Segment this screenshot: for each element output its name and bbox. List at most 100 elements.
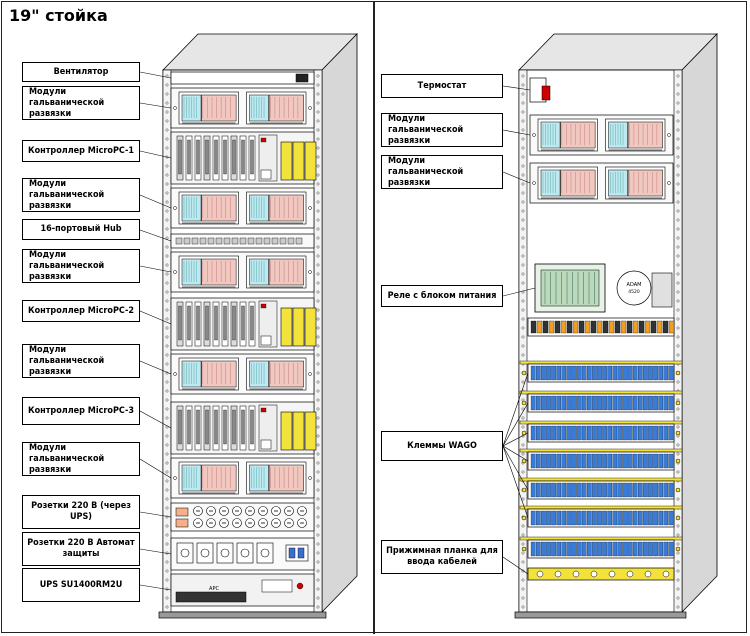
hub-port	[279, 237, 287, 245]
wago-terminal	[571, 541, 577, 557]
relay-module	[668, 320, 675, 334]
left-rail-hole	[316, 119, 320, 123]
left-rail-hole	[165, 236, 169, 240]
label-relay-power: Реле с блоком питания	[381, 285, 503, 307]
right-m2-panel-screw	[667, 181, 671, 185]
left-rail-hole	[316, 200, 320, 204]
left-rail-hole	[165, 101, 169, 105]
hub-port	[271, 237, 279, 245]
left-rail-hole	[165, 173, 169, 177]
wago-terminal	[658, 365, 664, 381]
relay-module	[590, 320, 597, 334]
right-m1-module-pink	[560, 121, 596, 149]
right-rail-hole	[521, 146, 525, 150]
wago-terminal	[566, 510, 572, 526]
left-c2-power-module	[304, 307, 317, 347]
wago-terminal	[653, 453, 658, 469]
wago-terminal	[622, 365, 628, 381]
wago-terminal	[561, 365, 567, 381]
left-rail-hole	[165, 506, 169, 510]
wago-terminal	[530, 425, 536, 441]
relay-module	[566, 320, 573, 334]
wago-terminal	[617, 541, 623, 557]
hub-port	[295, 237, 303, 245]
wago-terminal	[586, 395, 592, 411]
wago-terminal	[530, 482, 536, 498]
left-rail-hole	[316, 524, 320, 528]
relay-module	[644, 320, 651, 334]
right-rail-hole	[676, 155, 680, 159]
label-isolation-modules-3: Модули гальванической развязки	[22, 249, 140, 283]
wago-terminal	[653, 541, 658, 557]
fan-switch	[295, 73, 309, 83]
wago-terminal	[622, 482, 628, 498]
label-isolation-modules-5: Модули гальванической развязки	[22, 442, 140, 476]
right-rail-hole	[676, 587, 680, 591]
leader-line	[139, 310, 172, 325]
wago-terminal	[617, 453, 623, 469]
right-rail-hole	[521, 443, 525, 447]
wago-terminal	[617, 365, 623, 381]
right-rail-hole	[676, 173, 680, 177]
relay-module	[554, 320, 561, 334]
left-m4-panel-screw	[308, 372, 312, 376]
left-rail-hole	[316, 146, 320, 150]
relay-module	[578, 320, 585, 334]
wago-terminal	[668, 395, 674, 411]
ups-socket-indicator	[175, 518, 189, 528]
left-m2-module-pink	[201, 194, 237, 222]
wago-terminal	[571, 453, 577, 469]
figure-title: 19" стойка	[9, 6, 108, 25]
wago-terminal	[663, 425, 669, 441]
left-c3-controller-card-conn	[178, 409, 182, 445]
wago-terminal	[530, 453, 536, 469]
leader-line	[502, 556, 529, 575]
right-rail-hole	[521, 353, 525, 357]
left-c1-controller-led	[260, 137, 267, 143]
right-rail-hole	[521, 560, 525, 564]
wago-terminal	[576, 541, 582, 557]
wago-terminal	[535, 395, 541, 411]
left-rail-hole	[165, 308, 169, 312]
right-rail-hole	[521, 605, 525, 609]
wago-terminal	[602, 541, 607, 557]
label-ups: UPS SU1400RM2U	[22, 568, 140, 602]
right-rail-hole	[676, 470, 680, 474]
right-rail-hole	[676, 137, 680, 141]
leader-line	[502, 432, 529, 447]
left-rail-hole	[165, 569, 169, 573]
clamp-hole	[572, 570, 580, 578]
left-m5-panel-screw	[308, 476, 312, 480]
wago-terminal	[663, 482, 669, 498]
right-rail-hole	[521, 470, 525, 474]
left-rail-hole	[316, 299, 320, 303]
left-m4-module-pink	[268, 360, 304, 388]
wago-end	[521, 546, 527, 552]
left-c3-controller-card-conn	[214, 409, 218, 445]
wago-terminal	[535, 510, 541, 526]
relay-module	[614, 320, 621, 334]
right-rail-hole	[521, 236, 525, 240]
wago-terminal	[561, 425, 567, 441]
wago-terminal	[566, 365, 572, 381]
wago-end	[521, 370, 527, 376]
left-m4-panel-screw	[173, 372, 177, 376]
left-rail-hole	[316, 389, 320, 393]
right-rail-hole	[676, 533, 680, 537]
relay-module	[596, 320, 603, 334]
wago-terminal	[535, 482, 541, 498]
relay-module	[632, 320, 639, 334]
left-m5-module-pink	[268, 464, 304, 492]
left-rail-hole	[316, 272, 320, 276]
left-c2-controller-card-conn	[205, 305, 209, 341]
adam-model-text: 4520	[628, 289, 640, 295]
wago-terminal	[556, 453, 562, 469]
wago-terminal	[653, 365, 658, 381]
left-m4-module-pink	[201, 360, 237, 388]
right-rail-hole	[521, 92, 525, 96]
left-rail-hole	[316, 596, 320, 600]
right-rail-left	[518, 69, 528, 613]
relay-module	[530, 320, 537, 334]
left-rail-hole	[316, 380, 320, 384]
wago-terminal	[637, 395, 643, 411]
